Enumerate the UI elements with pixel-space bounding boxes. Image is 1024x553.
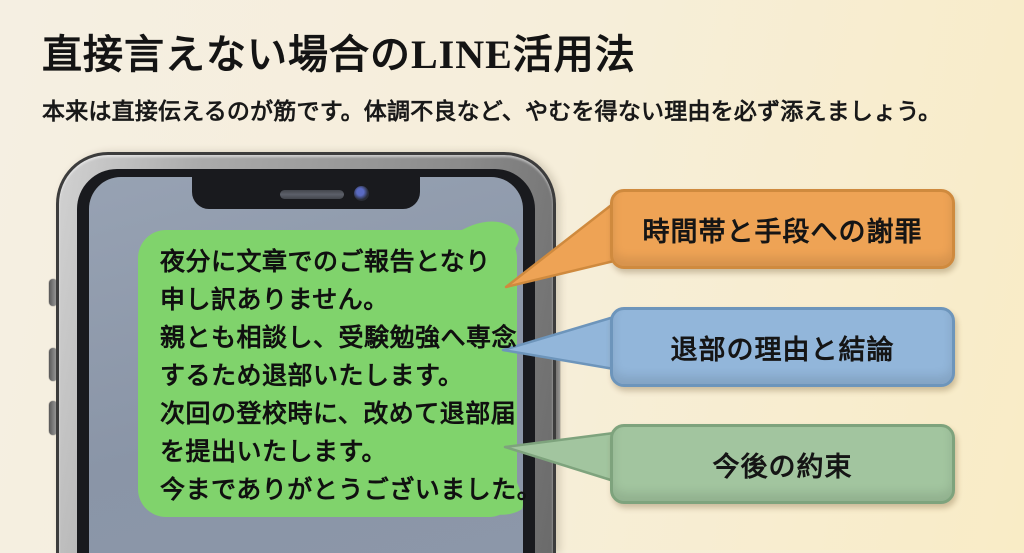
annotation-label-promise: 今後の約束 (610, 424, 955, 504)
earpiece-speaker-icon (280, 190, 344, 199)
annotation-label-text: 今後の約束 (712, 451, 853, 482)
volume-down-button (49, 401, 57, 435)
annotation-label-text: 退部の理由と結論 (670, 334, 895, 365)
annotation-label-reason: 退部の理由と結論 (610, 307, 955, 387)
front-camera-icon (354, 186, 369, 201)
message-line: 次回の登校時に、改めて退部届 (160, 400, 517, 428)
message-line: 今までありがとうございました。 (160, 476, 543, 504)
page-subtitle: 本来は直接伝えるのが筋です。体調不良など、やむを得ない理由を必ず添えましょう。 (42, 98, 942, 124)
mute-switch (49, 279, 57, 306)
message-line: 親とも相談し、受験勉強へ専念 (160, 324, 518, 352)
annotation-label-text: 時間帯と手段への謝罪 (642, 216, 923, 247)
chat-message-text: 夜分に文章でのご報告となり 申し訳ありません。 親とも相談し、受験勉強へ専念 す… (160, 243, 542, 509)
annotation-label-apology: 時間帯と手段への謝罪 (610, 189, 955, 269)
message-line: するため退部いたします。 (160, 362, 464, 390)
page-title: 直接言えない場合のLINE活用法 (42, 32, 636, 77)
message-line: 申し訳ありません。 (160, 286, 389, 314)
volume-up-button (49, 348, 57, 381)
message-line: 夜分に文章でのご報告となり (160, 248, 491, 276)
phone-notch (192, 177, 420, 209)
message-line: を提出いたします。 (160, 438, 388, 466)
